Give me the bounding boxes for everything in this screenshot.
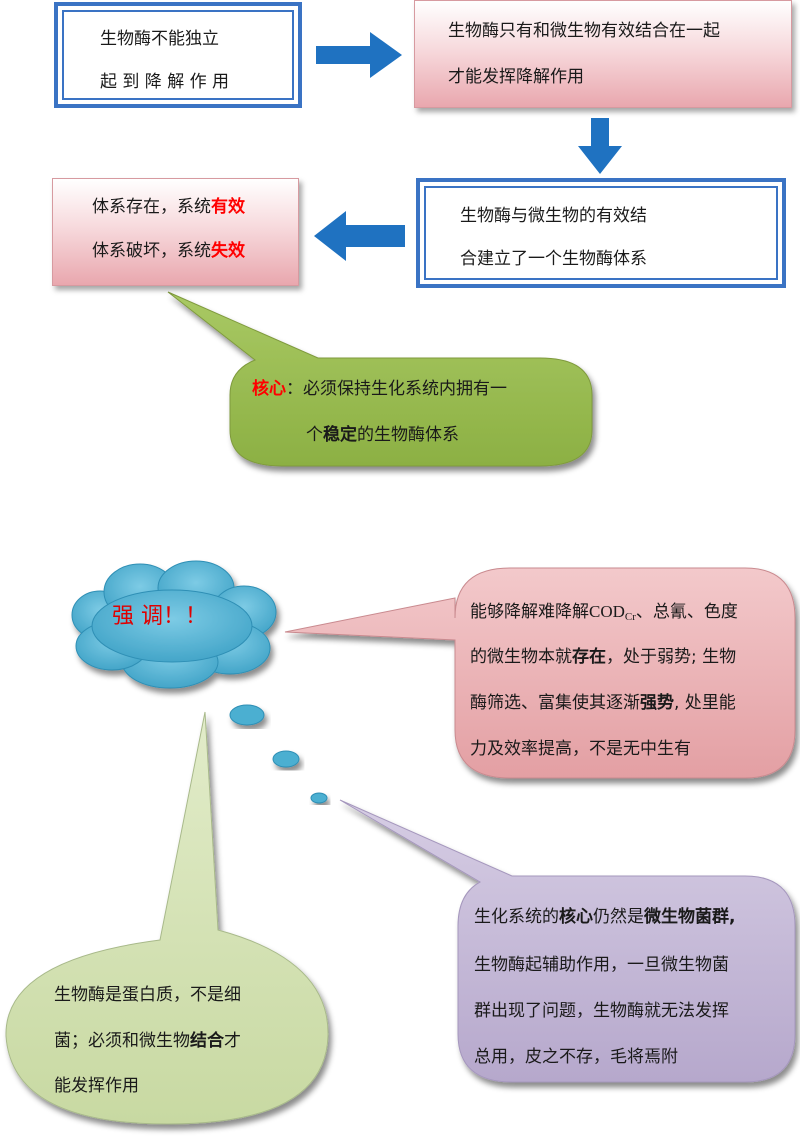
core-callout-line2: 个稳定的生物酶体系 (306, 425, 459, 445)
box-system-effect (52, 178, 299, 286)
green-callout-line1: 生物酶是蛋白质，不是细 (54, 985, 241, 1005)
emphasis-ineffective: 失效 (211, 241, 245, 261)
thought-bubble-2 (272, 750, 300, 768)
purple-callout-shape (339, 799, 796, 1083)
box3-line1: 生物酶与微生物的有效结 (460, 206, 647, 226)
arrow-left (314, 211, 405, 261)
core-callout-line1: 核心：必须保持生化系统内拥有一 (252, 379, 507, 399)
pink-callout-line2: 的微生物本就存在，处于弱势; 生物 (470, 647, 737, 667)
arrow-down (578, 118, 622, 174)
core-label: 核心 (252, 379, 286, 399)
thought-bubble-1 (229, 704, 265, 726)
box4-line1: 体系存在，系统有效 (92, 197, 245, 217)
green-callout-line3: 能发挥作用 (54, 1076, 139, 1096)
green-oval-callout-shape (5, 711, 329, 1125)
box4-line2: 体系破坏，系统失效 (92, 241, 245, 261)
thought-bubble-3 (310, 792, 328, 804)
box2-line1: 生物酶只有和微生物有效结合在一起 (448, 21, 720, 41)
purple-callout-line3: 群出现了问题，生物酶就无法发挥 (474, 1001, 729, 1021)
box3-line2: 合建立了一个生物酶体系 (460, 249, 647, 269)
box-enzyme-cannot-alone (54, 2, 302, 108)
green-callout-line2: 菌；必须和微生物结合才 (54, 1031, 241, 1051)
purple-callout-line2: 生物酶起辅助作用，一旦微生物菌 (474, 955, 729, 975)
box2-line2: 才能发挥降解作用 (448, 67, 584, 87)
core-callout-shape (167, 291, 593, 467)
cloud-emphasis-text: 强 调！！ (112, 604, 207, 629)
purple-callout-line1: 生化系统的核心仍然是微生物菌群, (474, 907, 736, 927)
emphasis-effective: 有效 (211, 197, 245, 217)
cloud-shape (71, 560, 277, 689)
box1-line2: 起 到 降 解 作 用 (100, 72, 230, 92)
box1-line1: 生物酶不能独立 (100, 29, 219, 49)
pink-callout-line3: 酶筛选、富集使其逐渐强势, 处里能 (470, 693, 736, 713)
box-enzyme-system-built (416, 178, 786, 288)
arrow-right (316, 32, 402, 78)
pink-callout-shape (284, 567, 796, 779)
purple-callout-line4: 总用，皮之不存，毛将焉附 (474, 1047, 678, 1067)
pink-callout-line4: 力及效率提高，不是无中生有 (470, 739, 691, 759)
pink-callout-line1: 能够降解难降解CODCr、总氰、色度 (470, 602, 738, 623)
box-enzyme-with-microbes (414, 0, 792, 108)
